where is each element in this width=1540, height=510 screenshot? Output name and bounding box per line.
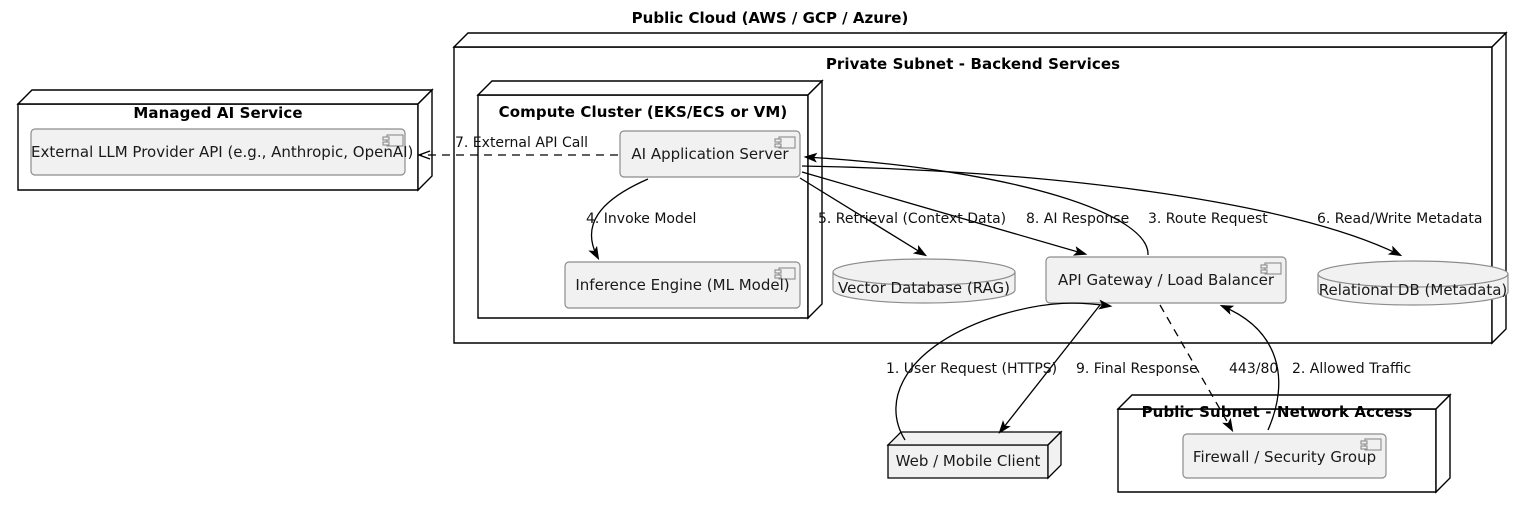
edge-label-retrieval-context-data: 5. Retrieval (Context Data)	[818, 211, 1007, 227]
api-gateway-label: API Gateway / Load Balancer	[1057, 271, 1275, 289]
edge-retrieval-context-data	[799, 177, 925, 255]
compute-cluster-title: Compute Cluster (EKS/ECS or VM)	[498, 103, 788, 121]
relational-database-label: Relational DB (Metadata)	[1318, 281, 1508, 299]
api-gateway-component[interactable]	[1045, 256, 1287, 304]
edge-route-request	[806, 157, 1149, 256]
web-mobile-client-node[interactable]	[886, 430, 1063, 480]
edge-label-invoke-model: 4. Invoke Model	[586, 211, 697, 227]
edge-invoke-model	[591, 178, 649, 258]
firewall-label: Firewall / Security Group	[1192, 448, 1377, 466]
edge-final-response	[1000, 304, 1101, 432]
edge-allowed-traffic	[1222, 306, 1280, 431]
component-icon	[1260, 262, 1282, 275]
edge-label-route-request: 3. Route Request	[1148, 211, 1268, 227]
edge-ai-response	[801, 171, 1085, 254]
edge-443-80	[1159, 304, 1232, 430]
external-llm-component[interactable]	[30, 128, 406, 176]
edge-label-external-api-call: 7. External API Call	[455, 135, 589, 151]
component-icon	[382, 134, 404, 147]
component-icon	[1360, 438, 1382, 451]
edge-read-write-metadata	[801, 165, 1400, 255]
component-icon	[774, 267, 796, 280]
public-subnet-title: Public Subnet - Network Access	[1141, 403, 1413, 421]
edge-label-allowed-traffic: 2. Allowed Traffic	[1292, 361, 1412, 377]
edge-user-request-https	[895, 303, 1110, 441]
edge-label-final-response: 9. Final Response	[1076, 361, 1198, 377]
relational-database-cylinder[interactable]	[1317, 260, 1509, 306]
diagram-title: Public Cloud (AWS / GCP / Azure)	[631, 9, 909, 27]
edge-label-user-request-https: 1. User Request (HTTPS)	[886, 361, 1058, 377]
vector-database-cylinder[interactable]	[832, 258, 1016, 304]
vector-database-label: Vector Database (RAG)	[837, 279, 1011, 297]
web-mobile-client-label: Web / Mobile Client	[895, 452, 1041, 470]
edge-label-443-80: 443/80	[1229, 361, 1279, 377]
external-llm-label: External LLM Provider API (e.g., Anthrop…	[31, 143, 414, 161]
managed-ai-service-title: Managed AI Service	[133, 104, 303, 122]
private-subnet-title: Private Subnet - Backend Services	[825, 55, 1121, 73]
ai-application-server-label: AI Application Server	[631, 145, 789, 163]
edge-label-read-write-metadata: 6. Read/Write Metadata	[1317, 211, 1483, 227]
inference-engine-component[interactable]	[564, 261, 801, 309]
component-icon	[774, 136, 796, 149]
ai-application-server-component[interactable]	[619, 130, 801, 178]
edge-label-ai-response: 8. AI Response	[1026, 211, 1130, 227]
inference-engine-label: Inference Engine (ML Model)	[575, 276, 790, 294]
firewall-component[interactable]	[1182, 433, 1387, 479]
